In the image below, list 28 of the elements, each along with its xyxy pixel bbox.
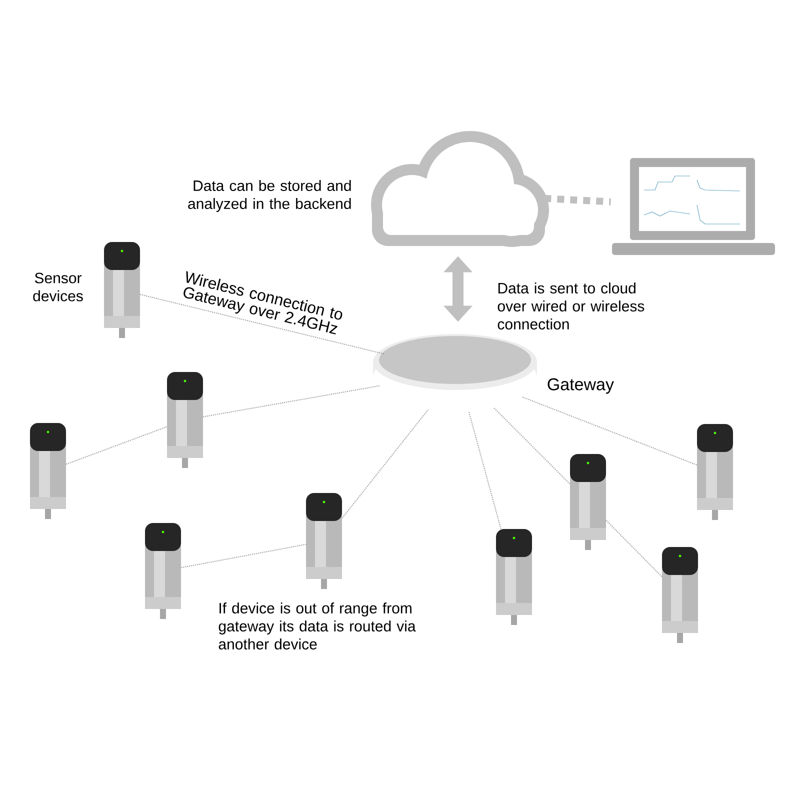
caption-text: Sensor devices (33, 272, 83, 302)
sensor-device (570, 454, 606, 550)
sensor-device (145, 523, 181, 619)
sensor-device (104, 242, 140, 338)
connection-line (494, 408, 570, 484)
sensor-device (30, 423, 66, 519)
laptop-drawing (612, 158, 775, 255)
connection-line (522, 396, 698, 466)
note-text: Data can be stored and analyzed in the backend (188, 180, 351, 212)
connection-line (342, 409, 429, 519)
connection-line (180, 544, 306, 568)
sensor-device (306, 493, 342, 589)
edge-label: Wireless connection to Gateway over 2.4GHz (184, 271, 342, 334)
device-caption: Gateway (548, 378, 614, 394)
sensor-device (167, 372, 203, 468)
sensor-device (697, 424, 733, 520)
connection-line (66, 426, 168, 465)
connection-line (140, 294, 385, 354)
connection-line (468, 411, 502, 530)
note-text: If device is out of range from gateway its data is routed via another device (218, 602, 416, 650)
connection-line (544, 194, 611, 206)
sensor-device (662, 547, 698, 643)
gateway-device (373, 334, 537, 390)
connection-line (606, 520, 662, 578)
sensor-device (496, 529, 532, 625)
note-text: Data is sent to cloud over wired or wireless connection (498, 282, 644, 330)
connection-line (202, 385, 381, 418)
cloud-icon (371, 131, 549, 247)
